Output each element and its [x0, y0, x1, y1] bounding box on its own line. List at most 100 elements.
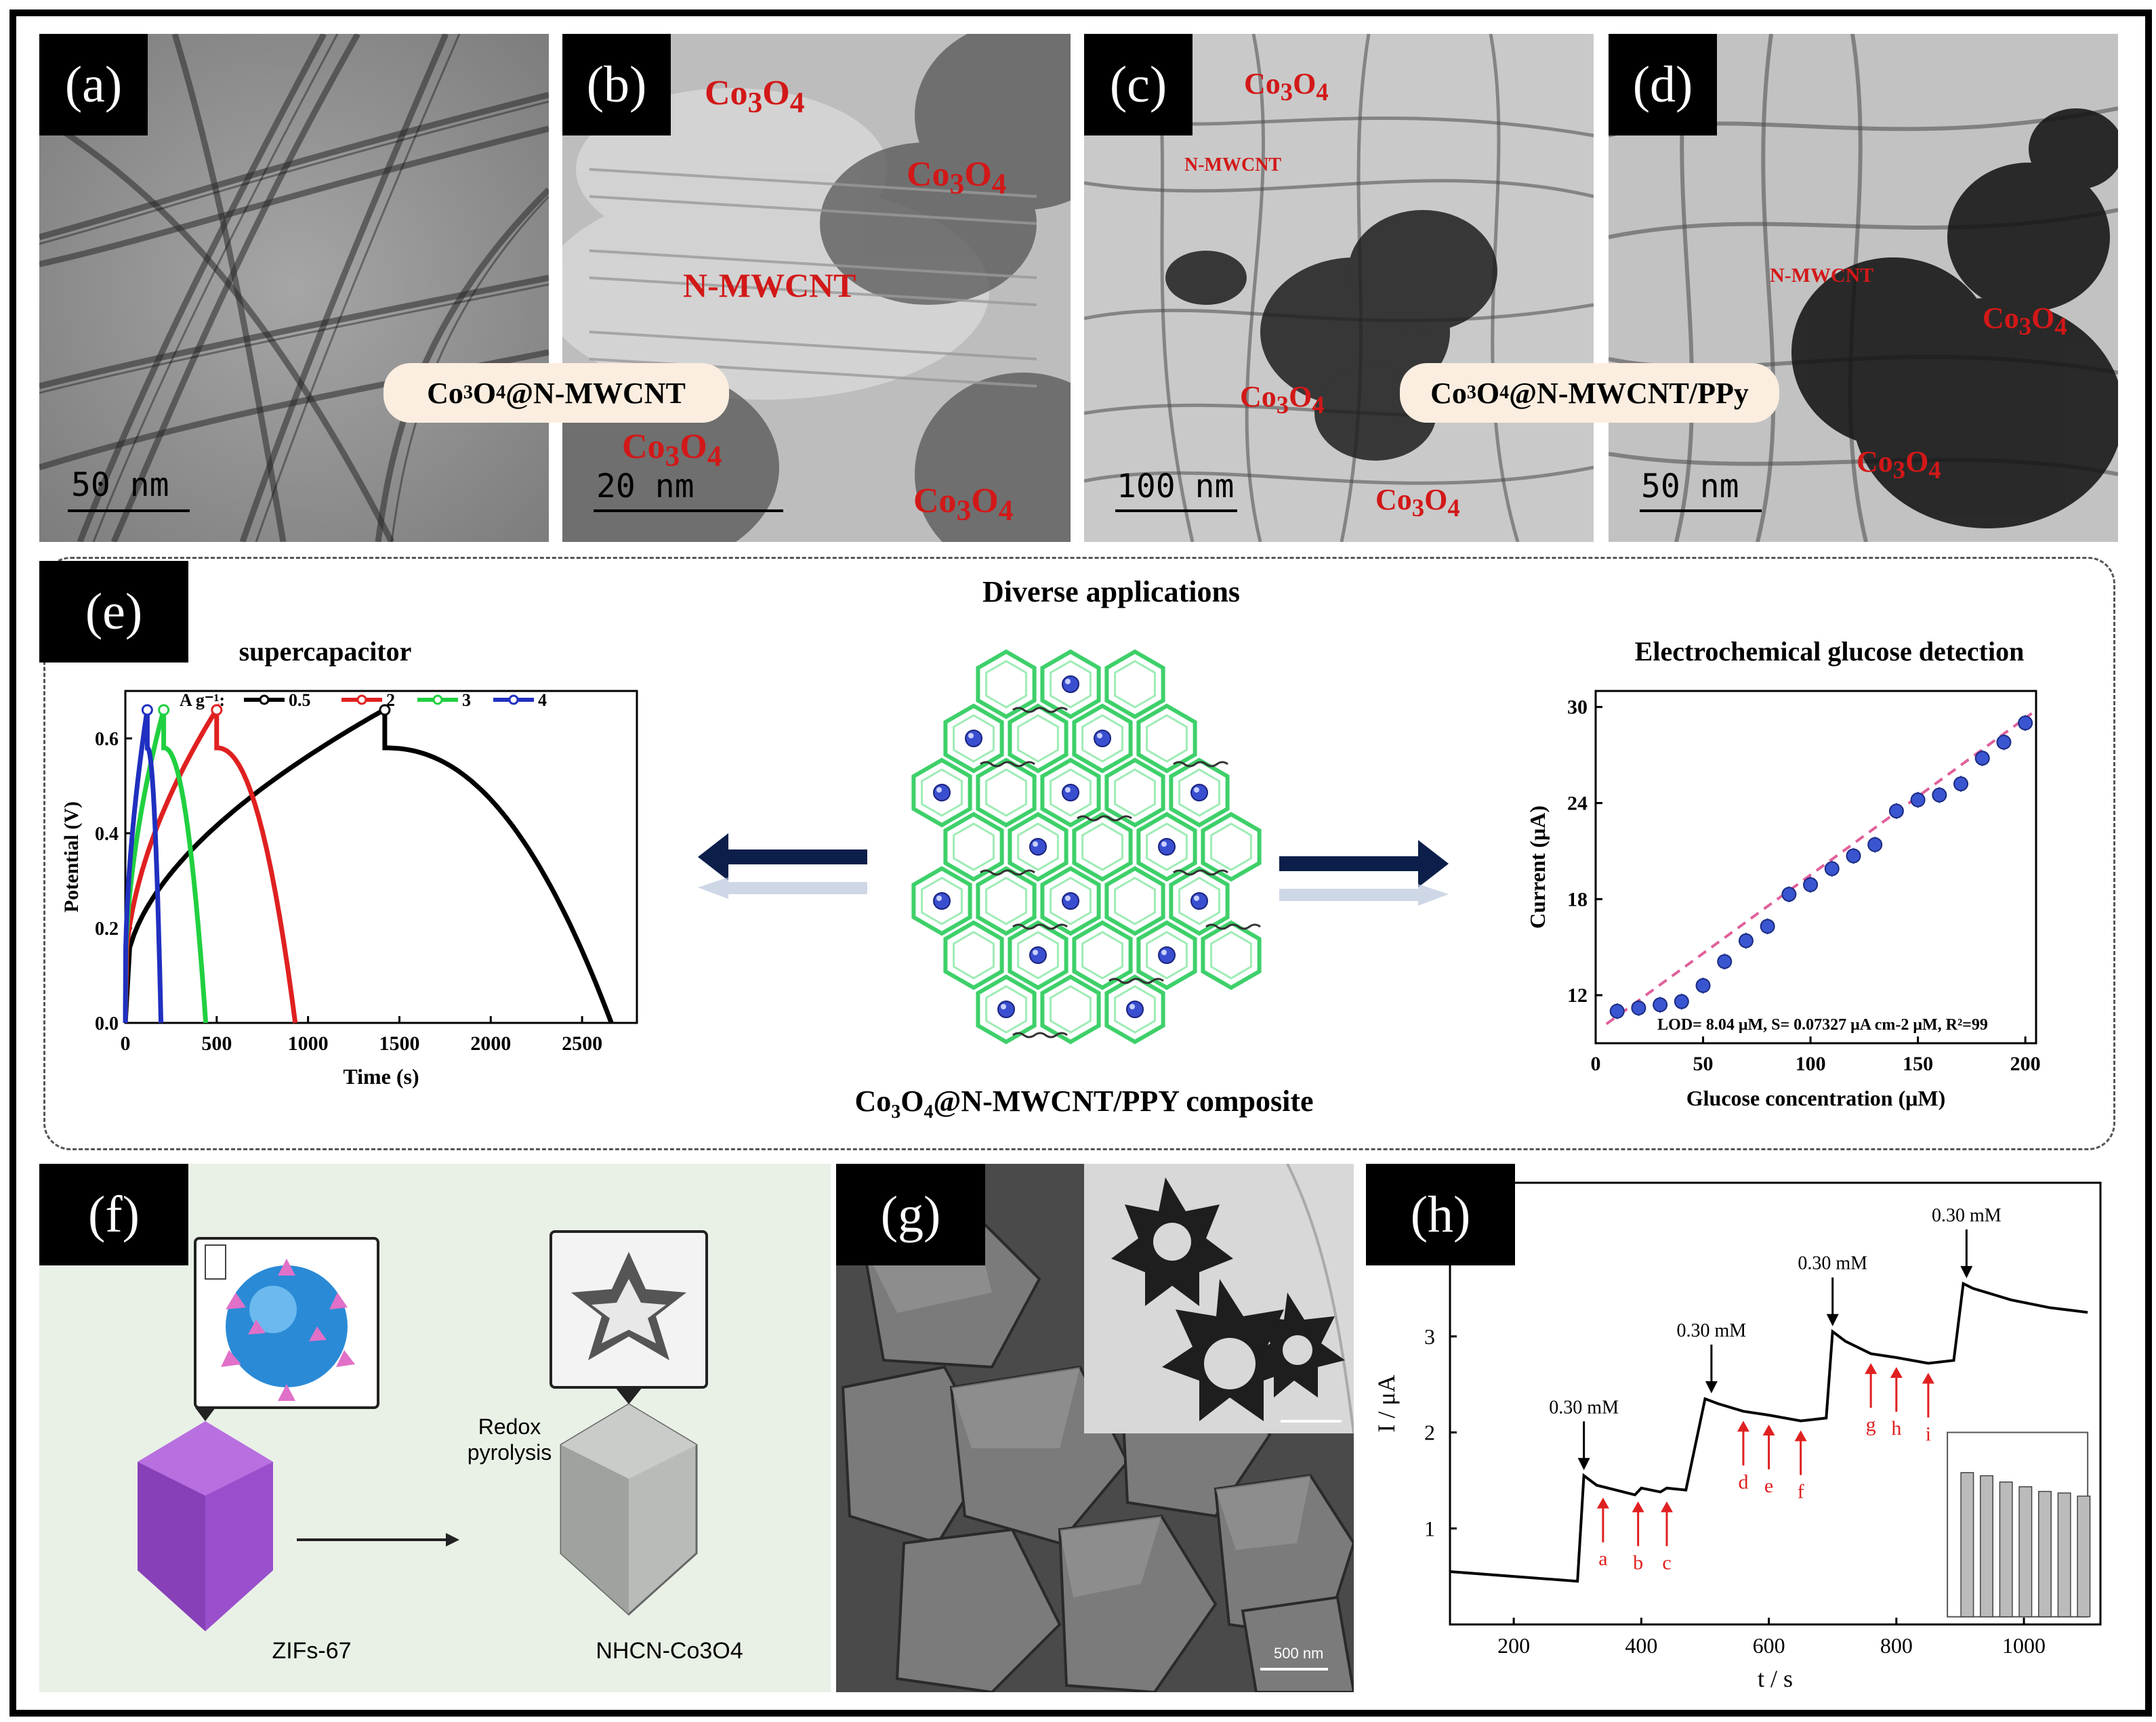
co3o4-particle-icon	[1029, 946, 1047, 964]
co3o4-particle-icon	[933, 892, 951, 910]
ct-interferent-arrowhead	[1661, 1501, 1673, 1513]
panel-f-arrow-text-2: pyrolysis	[467, 1440, 552, 1465]
gl-data-point	[1953, 776, 1969, 792]
panel-b-label: (b)	[562, 34, 671, 135]
gl-fit-line	[1605, 712, 2033, 1026]
co3o4-particle-highlight	[1033, 841, 1038, 847]
sc-legend-marker	[356, 694, 367, 705]
ct-y-tick-label: 3	[1424, 1324, 1435, 1349]
nanotube-hex-inner	[1081, 822, 1123, 871]
co3o4-particle-icon	[1062, 675, 1079, 693]
sc-series-marker	[211, 704, 223, 716]
ct-interferent-letter: e	[1764, 1475, 1773, 1497]
panel-a-scale-bar-text: 50 nm	[71, 466, 169, 504]
ct-x-tick-label: 600	[1753, 1633, 1785, 1658]
panel-f-scheme	[138, 1230, 708, 1631]
panel-c-annotation-n-mwcnt: N-MWCNT	[1184, 154, 1282, 175]
ct-y-tick-label: 2	[1424, 1421, 1435, 1445]
sc-x-axis-label: Time (s)	[343, 1064, 419, 1089]
gl-y-axis-label: Current (μA)	[1525, 805, 1550, 929]
sc-series-marker	[158, 704, 170, 716]
nanotube-hex-cell	[976, 866, 1037, 936]
ct-y-tick-label: 1	[1424, 1516, 1435, 1540]
right-arrow	[1279, 840, 1449, 906]
ppy-chain	[1205, 923, 1261, 930]
co3o4-particle-highlight	[1097, 733, 1102, 738]
nanotube-hex-cell	[1136, 703, 1197, 774]
panel-f-left-caption: ZIFs-67	[272, 1638, 352, 1664]
panel-c-scale-bar-text: 100 nm	[1117, 467, 1235, 505]
nanotube-hex-cell	[1169, 866, 1230, 936]
sc-plot-area	[124, 690, 638, 1024]
ct-x-tick-label: 400	[1625, 1633, 1657, 1658]
nanotube-hex-cell	[1040, 974, 1101, 1045]
co3o4-particle-icon	[1190, 892, 1208, 910]
ct-inset-bar	[1980, 1475, 1994, 1618]
co3o4-particle-highlight	[1194, 787, 1199, 793]
left-arrow-icon	[698, 833, 867, 881]
panel-d-annotation-n-mwcnt: N-MWCNT	[1770, 264, 1874, 287]
ct-x-axis-label: t / s	[1758, 1665, 1793, 1692]
ct-inset-bar	[1960, 1472, 1974, 1618]
panel-c-scale-bar	[1115, 509, 1237, 512]
ct-inset-bar	[2018, 1486, 2033, 1618]
ct-addition-label: 0.30 mM	[1932, 1205, 2002, 1226]
co3o4-particle-highlight	[1001, 1004, 1006, 1009]
right-arrow-icon	[1279, 840, 1449, 887]
gl-plot-area	[1594, 690, 2037, 1045]
ct-y-axis-label: I / μA	[1373, 1374, 1400, 1432]
co3o4-particle-highlight	[1065, 679, 1071, 684]
co3o4-particle-icon	[1029, 838, 1047, 856]
panel-e-left-title: supercapacitor	[239, 636, 412, 667]
co3o4-particle-icon	[933, 784, 951, 801]
co3o4-particle-icon	[1094, 730, 1111, 747]
ct-addition-label: 0.30 mM	[1798, 1253, 1867, 1274]
ct-interferent-arrowhead	[1762, 1425, 1775, 1436]
co3o4-particle-highlight	[1065, 896, 1071, 901]
ct-addition-arrowhead	[1577, 1458, 1590, 1471]
ct-inset-bar	[2037, 1490, 2052, 1618]
nanotube-hex-inner	[953, 714, 995, 763]
gl-data-point	[1717, 954, 1733, 969]
nanotube-hex-inner	[921, 877, 963, 925]
gl-data-point	[1781, 887, 1797, 902]
ct-interferent-letter: c	[1662, 1551, 1671, 1574]
gl-data-point	[1760, 919, 1775, 934]
co3o4-particle-highlight	[936, 896, 942, 901]
nanotube-hex-cell	[1072, 703, 1133, 774]
panel-d-label: (d)	[1609, 34, 1717, 135]
sc-series-marker	[141, 704, 153, 716]
ct-addition-label: 0.30 mM	[1677, 1320, 1747, 1341]
gl-y-tick-label: 30	[1567, 696, 1588, 719]
nanotube-hex-cell	[976, 757, 1037, 828]
ct-interferent-arrowhead	[1632, 1501, 1644, 1513]
panel-c-tem	[1084, 34, 1594, 542]
ct-inset-bar	[2057, 1492, 2071, 1618]
ct-plot-area	[1449, 1181, 2102, 1626]
panel-b-annotation-co3o4: Co3O4	[705, 74, 805, 119]
co3o4-particle-icon	[1062, 784, 1079, 801]
nanotube-hex-inner	[1114, 985, 1156, 1034]
sc-x-tick-label: 1000	[288, 1032, 329, 1055]
sc-y-tick-label: 0.0	[95, 1013, 119, 1034]
gl-y-tick-label: 18	[1567, 888, 1588, 910]
panel-g-scale-bar	[1260, 1668, 1328, 1671]
sc-legend-marker	[508, 694, 519, 705]
gl-x-tick-label: 50	[1693, 1053, 1714, 1075]
panel-e-title: Diverse applications	[982, 575, 1241, 608]
panel-b-image	[562, 34, 1071, 542]
nanotube-hex-inner	[921, 768, 963, 817]
nanotube-hex-inner	[1178, 877, 1220, 925]
sc-legend-title: A g⁻¹:	[180, 690, 225, 710]
nanotube-hex-cell	[1201, 920, 1262, 990]
co3o4-particle-icon	[997, 1001, 1015, 1018]
gl-x-tick-label: 100	[1796, 1053, 1826, 1075]
nanotube-hex-inner	[1050, 768, 1092, 817]
nanotube-hex-cell	[1040, 866, 1101, 936]
sc-x-tick-label: 1500	[379, 1032, 419, 1055]
panel-b-annotation-n-mwcnt: N-MWCNT	[683, 266, 856, 304]
nanotube-hex-inner	[1178, 768, 1220, 817]
gl-data-point	[1738, 933, 1754, 948]
